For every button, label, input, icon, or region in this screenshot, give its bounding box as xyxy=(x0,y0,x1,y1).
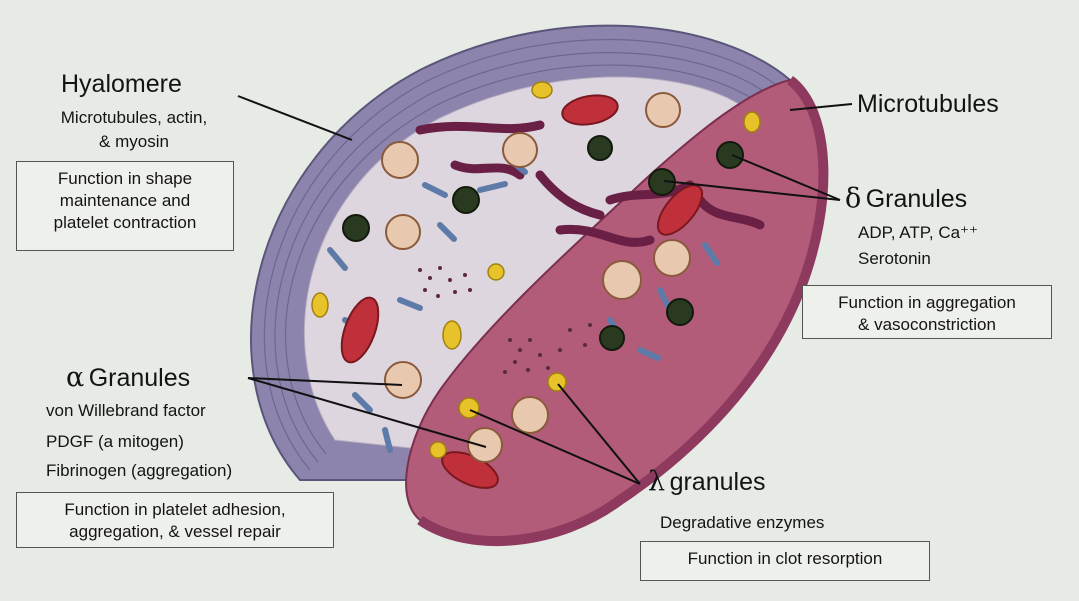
hyalomere-title: Hyalomere xyxy=(61,70,182,99)
lambda-function-line: Function in clot resorption xyxy=(651,548,919,570)
alpha-line1: von Willebrand factor xyxy=(46,400,206,422)
microtubules-title: Microtubules xyxy=(857,90,999,119)
alpha-line3: Fibrinogen (aggregation) xyxy=(46,460,232,482)
lambda-title: granules xyxy=(670,468,766,496)
alpha-function-box: Function in platelet adhesion, aggregati… xyxy=(16,492,334,548)
alpha-heading: α Granules xyxy=(66,362,190,393)
hyalomere-function-line: maintenance and xyxy=(27,190,223,212)
alpha-function-line: aggregation, & vessel repair xyxy=(27,521,323,543)
lambda-heading: λ granules xyxy=(648,466,765,497)
alpha-line2: PDGF (a mitogen) xyxy=(46,431,184,453)
hyalomere-line1: Microtubules, actin, xyxy=(34,107,234,129)
alpha-function-line: Function in platelet adhesion, xyxy=(27,499,323,521)
delta-function-line: & vasoconstriction xyxy=(813,314,1041,336)
alpha-symbol: α xyxy=(66,362,84,393)
hyalomere-function-line: platelet contraction xyxy=(27,212,223,234)
lambda-function-box: Function in clot resorption xyxy=(640,541,930,581)
delta-line1: ADP, ATP, Ca⁺⁺ xyxy=(858,222,978,244)
delta-title: Granules xyxy=(866,185,967,213)
hyalomere-line2: & myosin xyxy=(34,131,234,153)
delta-symbol: δ xyxy=(845,183,861,214)
hyalomere-function-line: Function in shape xyxy=(27,168,223,190)
hyalomere-function-box: Function in shape maintenance and platel… xyxy=(16,161,234,251)
lambda-line1: Degradative enzymes xyxy=(660,512,824,534)
delta-function-line: Function in aggregation xyxy=(813,292,1041,314)
alpha-title: Granules xyxy=(89,364,190,392)
delta-line2: Serotonin xyxy=(858,248,931,270)
delta-heading: δ Granules xyxy=(845,183,967,214)
lambda-symbol: λ xyxy=(648,466,665,497)
delta-function-box: Function in aggregation & vasoconstricti… xyxy=(802,285,1052,339)
